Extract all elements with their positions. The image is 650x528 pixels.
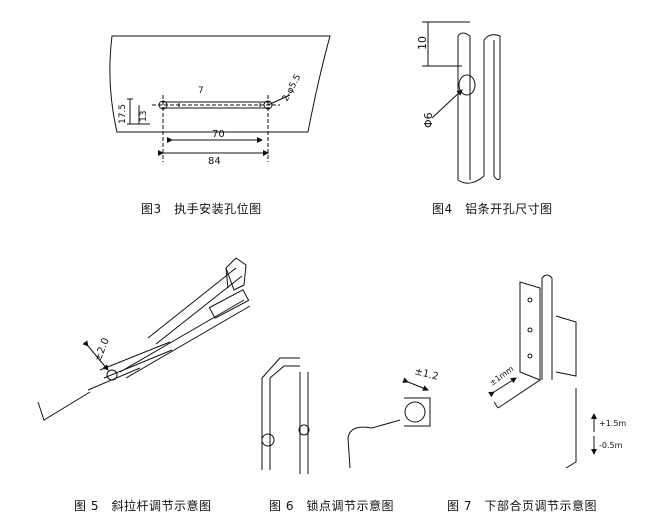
fig6-hex-key (347, 419, 401, 469)
fig7-caption: 图 7 下部合页调节示意图 (447, 499, 597, 513)
fig3-caption: 图3 执手安装孔位图 (141, 202, 262, 216)
fig3-leader (267, 94, 291, 106)
fig6-lock-cam (404, 401, 426, 423)
fig4-profile-bottom (457, 175, 501, 184)
fig3-slot-outline (162, 101, 270, 109)
fig5-caption: 图 5 斜拉杆调节示意图 (74, 499, 212, 513)
fig4-profile-drawing (422, 21, 501, 184)
fig7-adjust-down-label: -0.5m (599, 441, 623, 450)
fig5-upper-arm (147, 267, 243, 345)
fig7-hex-key-diag (493, 379, 541, 409)
fig7-hinge-barrel (541, 274, 553, 380)
fig3-dim-vertical (127, 98, 150, 125)
fig5-linkage (87, 341, 173, 391)
fig6-right-strip (299, 372, 309, 474)
fig4-leader (431, 89, 463, 119)
fig4-profile-body (457, 36, 501, 180)
fig7-screw-1 (527, 297, 533, 303)
fig4-profile-top (457, 32, 501, 41)
fig5-pivot (106, 369, 118, 381)
fig4-hole (458, 74, 476, 96)
fig5-bracket (225, 257, 247, 291)
fig4-caption: 图4 铝条开孔尺寸图 (432, 202, 553, 216)
fig6-adjust-arrow (402, 377, 429, 391)
fig3-hole-spec-label: 2-φ5.5 (281, 73, 304, 104)
fig6-caption: 图 6 锁点调节示意图 (269, 499, 394, 513)
fig3-dim-70-label: 70 (212, 129, 225, 140)
fig5-stay-drawing (37, 257, 251, 421)
fig6-lockpoint-drawing (261, 357, 431, 474)
fig5-slot-plate (208, 289, 250, 319)
fig7-hinge-leaf (519, 281, 541, 381)
fig3-dim-84-label: 84 (208, 156, 221, 167)
fig3-handle-hole-drawing (109, 35, 331, 162)
fig7-adjust-up-label: +1.5m (599, 419, 626, 428)
fig5-hex-key (37, 391, 91, 421)
fig5-lower-arm (119, 299, 251, 379)
fig6-roller-right (298, 424, 310, 436)
fig3-dim-17-5-label: 17.5 (118, 104, 128, 124)
fig3-center-lines (152, 95, 280, 162)
fig7-screw-2 (527, 327, 533, 333)
fig7-hex-key-vertical (565, 388, 577, 469)
fig7-hinge-flap (555, 315, 577, 377)
fig4-dim-10-label: 10 (416, 36, 429, 50)
fig6-roller (261, 433, 275, 447)
fig6-adjust-label: ±1.2 (413, 366, 439, 383)
fig3-dim-13-label: 13 (139, 111, 149, 122)
fig3-mark-label: 7 (198, 86, 204, 96)
fig7-hinge-drawing (488, 274, 597, 469)
fig4-dim-10 (422, 21, 470, 67)
fig3-sash-outline (109, 35, 331, 133)
fig4-hole-dia-label: Φ6 (422, 112, 435, 128)
fig6-left-bracket (261, 357, 300, 470)
fig7-screw-3 (527, 353, 533, 359)
fig6-cam-plate (404, 397, 431, 427)
fig5-adjust-label: ±2.0 (93, 336, 112, 363)
fig5-adjust-arrows (82, 340, 109, 371)
fig7-adjust-diag-label: ±1mm (488, 364, 516, 387)
fig7-adjust-diag (488, 377, 517, 398)
